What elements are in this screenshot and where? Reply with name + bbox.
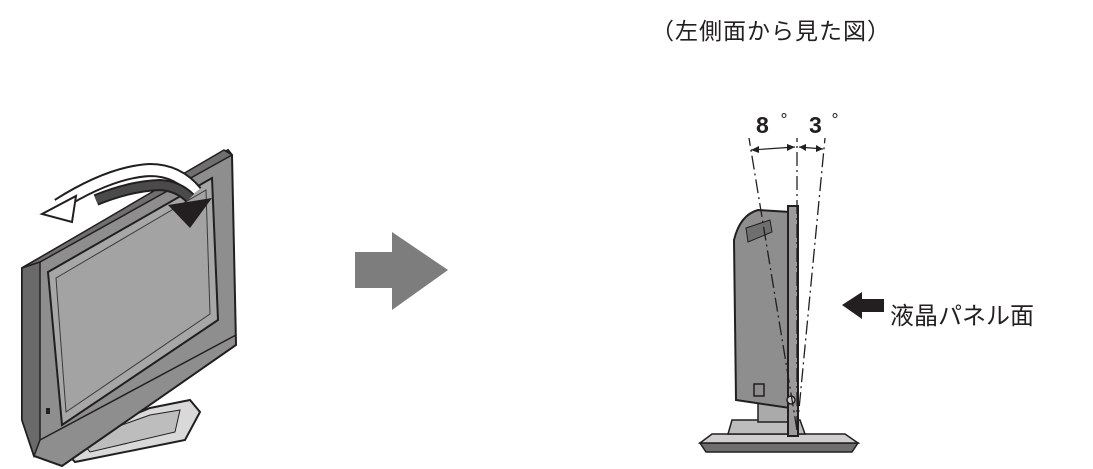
- tv-front-illustration: [21, 148, 238, 468]
- right-arrow-icon: [355, 232, 448, 310]
- forward-degree-symbol: °: [780, 110, 788, 129]
- view-caption: （左側面から見た図）: [651, 19, 891, 45]
- forward-tilt-angle: 8: [756, 112, 769, 138]
- left-arrow-icon: [842, 292, 884, 319]
- backward-degree-symbol: °: [831, 110, 839, 129]
- tv-side-illustration: [697, 137, 861, 453]
- backward-tilt-angle: 3: [809, 112, 822, 138]
- lcd-panel-label: 液晶パネル面: [890, 302, 1034, 330]
- rotate-arrow-icon: [39, 162, 212, 228]
